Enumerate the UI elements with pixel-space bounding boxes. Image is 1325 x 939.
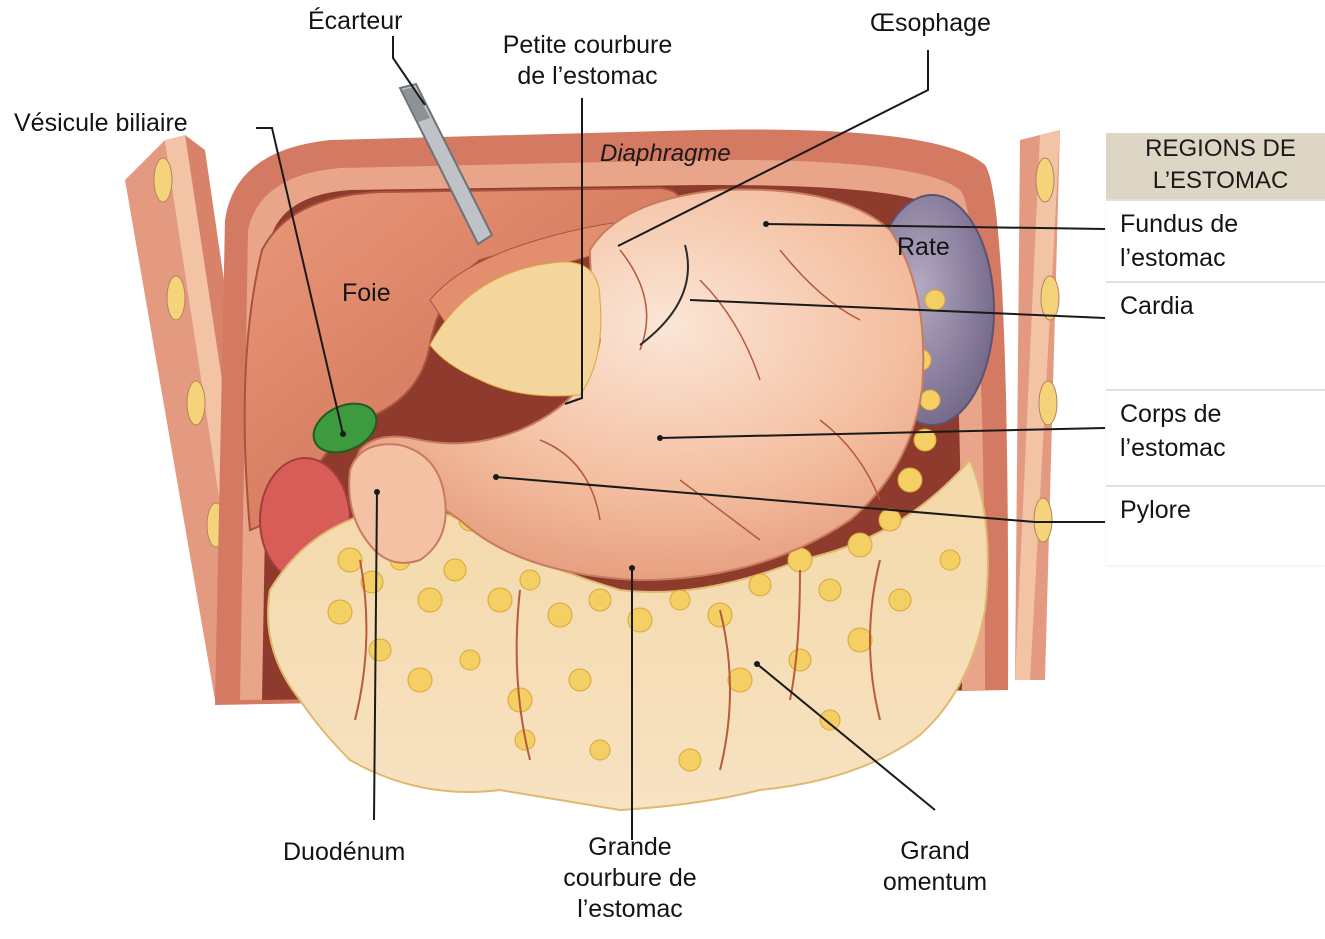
leader-dot-pylore <box>493 474 499 480</box>
region-row-pylore: Pylore <box>1106 485 1325 565</box>
label-oesophage: Œsophage <box>870 8 991 39</box>
leader-dot-vesicule <box>340 431 346 437</box>
label-rate: Rate <box>897 232 950 263</box>
regions-table: REGIONS DE L’ESTOMAC Fundus de l’estomac… <box>1106 133 1325 565</box>
label-grande-courbure: Grande courbure de l’estomac <box>530 832 730 925</box>
regions-table-title: REGIONS DE L’ESTOMAC <box>1106 133 1325 199</box>
label-grand-omentum: Grand omentum <box>850 836 1020 898</box>
leader-dot-duodenum <box>374 489 380 495</box>
leader-dot-grande-courbure <box>629 565 635 571</box>
leader-dot-omentum <box>754 661 760 667</box>
right-body-wall <box>1015 130 1060 680</box>
region-label-cardia: Cardia <box>1120 292 1194 320</box>
label-foie: Foie <box>342 278 391 309</box>
region-label-corps: Corps de l’estomac <box>1120 400 1226 462</box>
label-vesicule-biliaire: Vésicule biliaire <box>14 108 188 139</box>
region-label-fundus: Fundus de l’estomac <box>1120 210 1238 272</box>
leader-dot-corps <box>657 435 663 441</box>
label-diaphragme: Diaphragme <box>600 138 731 169</box>
region-label-pylore: Pylore <box>1120 496 1191 524</box>
region-row-fundus: Fundus de l’estomac <box>1106 199 1325 281</box>
region-row-cardia: Cardia <box>1106 281 1325 389</box>
leader-dot-fundus <box>763 221 769 227</box>
label-ecarteur: Écarteur <box>308 6 402 37</box>
label-petite-courbure: Petite courbure de l’estomac <box>470 30 705 92</box>
region-row-corps: Corps de l’estomac <box>1106 389 1325 485</box>
regions-table-title-text: REGIONS DE L’ESTOMAC <box>1145 135 1296 194</box>
label-duodenum: Duodénum <box>283 837 405 868</box>
